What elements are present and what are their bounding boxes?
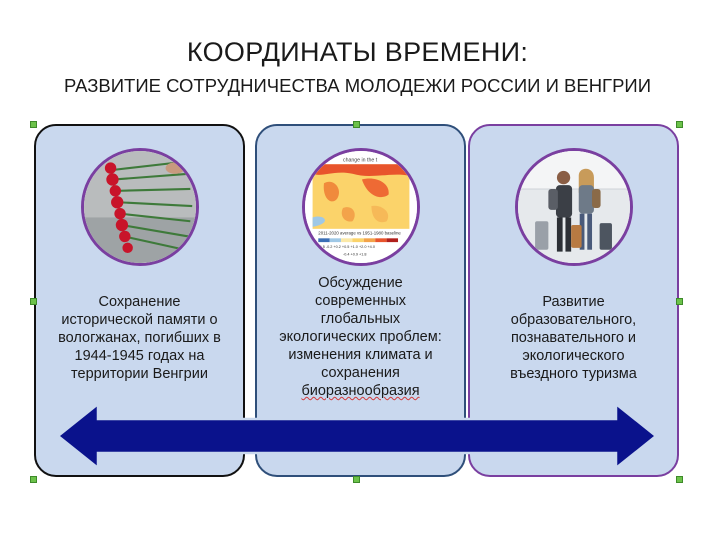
misspelled-word: биоразнообразия xyxy=(301,383,420,399)
slide-subtitle: РАЗВИТИЕ СОТРУДНИЧЕСТВА МОЛОДЕЖИ РОССИИ … xyxy=(63,75,652,96)
selection-handle-ml[interactable] xyxy=(30,298,37,305)
double-arrow-icon xyxy=(58,404,656,468)
panel-ecology-text: Обсуждение современных глобальных эколог… xyxy=(279,275,442,399)
selection-handle-bc[interactable] xyxy=(353,476,360,483)
selection-handle-tl[interactable] xyxy=(30,121,37,128)
panel-history-text: Сохранение исторической памяти о вологжа… xyxy=(58,294,221,382)
map-scale-row-1: -0.5 -0.2 +0.2 +0.5 +1.0 +2.0 +4.0 xyxy=(318,245,375,249)
travelers-photo xyxy=(515,148,633,266)
panel-tourism-text: Развитие образовательного, познавательно… xyxy=(510,294,637,382)
selection-handle-br[interactable] xyxy=(676,476,683,483)
selection-handle-tc[interactable] xyxy=(353,121,360,128)
carnations-photo xyxy=(81,148,199,266)
map-header-label: change in the t xyxy=(343,157,378,163)
selection-handle-tr[interactable] xyxy=(676,121,683,128)
selection-handle-bl[interactable] xyxy=(30,476,37,483)
map-scale-row-2: -0.4 +0.9 +1.8 xyxy=(343,252,367,256)
panel-history[interactable]: Сохранение исторической памяти о вологжа… xyxy=(34,124,245,477)
slide-title: КООРДИНАТЫ ВРЕМЕНИ: xyxy=(186,37,529,67)
selection-handle-mr[interactable] xyxy=(676,298,683,305)
map-caption: 2011-2020 average vs 1951-1980 baseline xyxy=(318,231,401,236)
climate-map-image: change in the t 2011-2020 average vs 195… xyxy=(302,148,420,266)
